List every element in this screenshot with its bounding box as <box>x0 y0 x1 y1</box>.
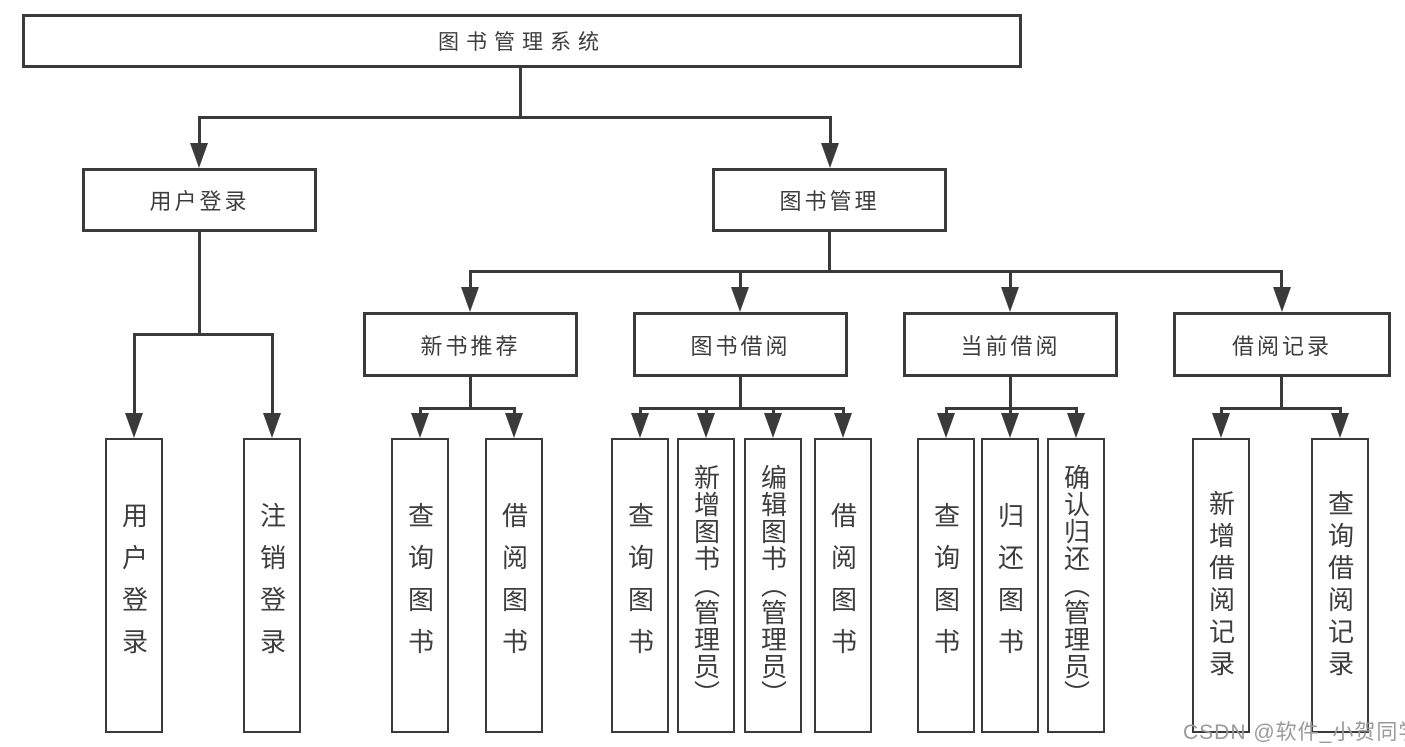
connector-line <box>1339 407 1342 416</box>
connector-line <box>1009 377 1012 408</box>
leaf-logout-login: 注销登录 <box>243 438 301 733</box>
node-book-borrowing: 图书借阅 <box>633 312 848 377</box>
leaf-add-borrow-record: 新增借阅记录 <box>1192 438 1250 733</box>
node-new-book-recommendation: 新书推荐 <box>363 312 578 377</box>
leaf-query-books-current: 查询图书 <box>917 438 975 733</box>
connector-line <box>469 377 472 408</box>
connector-line <box>133 333 136 416</box>
arrow-down-icon <box>1273 287 1291 312</box>
arrow-down-icon <box>1331 413 1349 438</box>
arrow-down-icon <box>505 413 523 438</box>
leaf-query-borrow-record: 查询借阅记录 <box>1311 438 1369 733</box>
connector-line <box>639 407 845 410</box>
arrow-down-icon <box>764 413 782 438</box>
leaf-borrow-books: 借阅图书 <box>814 438 872 733</box>
connector-line <box>739 270 742 290</box>
node-user-login: 用户登录 <box>82 168 317 232</box>
leaf-add-books-admin-label: 新增图书（管理员） <box>690 464 721 707</box>
node-book-management: 图书管理 <box>712 168 947 232</box>
leaf-user-login: 用户登录 <box>105 438 163 733</box>
leaf-query-books-current-label: 查询图书 <box>930 501 961 670</box>
arrow-down-icon <box>125 413 143 438</box>
leaf-query-books-recommend-label: 查询图书 <box>404 501 435 670</box>
connector-line <box>639 407 642 416</box>
connector-line <box>419 407 422 416</box>
arrow-down-icon <box>1001 413 1019 438</box>
leaf-borrow-books-recommend: 借阅图书 <box>485 438 543 733</box>
connector-line <box>1220 407 1223 416</box>
connector-line <box>469 270 1282 273</box>
connector-line <box>829 116 832 146</box>
arrow-down-icon <box>821 143 839 168</box>
leaf-borrow-books-recommend-label: 借阅图书 <box>498 501 529 670</box>
watermark: CSDN @软件_小贺同学 <box>1183 721 1405 744</box>
arrow-down-icon <box>1067 413 1085 438</box>
leaf-query-borrow-record-label: 查询借阅记录 <box>1324 489 1355 682</box>
arrow-down-icon <box>631 413 649 438</box>
connector-line <box>842 407 845 416</box>
leaf-confirm-return-admin: 确认归还（管理员） <box>1047 438 1105 733</box>
connector-line <box>198 116 831 119</box>
leaf-query-books-recommend: 查询图书 <box>391 438 449 733</box>
leaf-return-books: 归还图书 <box>981 438 1039 733</box>
leaf-add-borrow-record-label: 新增借阅记录 <box>1205 489 1236 682</box>
connector-line <box>1280 270 1283 290</box>
node-current-borrowing: 当前借阅 <box>903 312 1118 377</box>
connector-line <box>945 407 948 416</box>
arrow-down-icon <box>1001 287 1019 312</box>
connector-line <box>513 407 516 416</box>
node-current-borrowing-label: 当前借阅 <box>960 333 1061 359</box>
connector-line <box>519 68 522 118</box>
leaf-query-books-borrow-label: 查询图书 <box>624 501 655 670</box>
connector-line <box>705 407 708 416</box>
leaf-query-books-borrow: 查询图书 <box>611 438 669 733</box>
node-new-book-recommendation-label: 新书推荐 <box>420 333 521 359</box>
connector-line <box>1280 377 1283 408</box>
connector-line <box>1009 407 1012 416</box>
arrow-down-icon <box>1212 413 1230 438</box>
arrow-down-icon <box>834 413 852 438</box>
connector-line <box>1075 407 1078 416</box>
connector-line <box>828 232 831 273</box>
connector-line <box>198 232 201 334</box>
node-book-borrowing-label: 图书借阅 <box>690 333 791 359</box>
connector-line <box>1009 270 1012 290</box>
arrow-down-icon <box>937 413 955 438</box>
connector-line <box>772 407 775 416</box>
leaf-logout-login-label: 注销登录 <box>256 501 287 670</box>
leaf-confirm-return-admin-label: 确认归还（管理员） <box>1060 464 1091 707</box>
arrow-down-icon <box>190 143 208 168</box>
node-root-label: 图书管理系统 <box>438 31 606 54</box>
node-book-management-label: 图书管理 <box>779 189 880 214</box>
arrow-down-icon <box>731 287 749 312</box>
connector-line <box>419 407 516 410</box>
node-user-login-label: 用户登录 <box>149 189 250 214</box>
connector-line <box>469 270 472 290</box>
arrow-down-icon <box>461 287 479 312</box>
leaf-add-books-admin: 新增图书（管理员） <box>677 438 735 733</box>
leaf-user-login-label: 用户登录 <box>118 501 149 670</box>
leaf-return-books-label: 归还图书 <box>994 501 1025 670</box>
arrow-down-icon <box>263 413 281 438</box>
arrow-down-icon <box>697 413 715 438</box>
node-library-management-system: 图书管理系统 <box>22 14 1022 68</box>
connector-line <box>133 333 274 336</box>
node-borrowing-records: 借阅记录 <box>1173 312 1391 377</box>
leaf-borrow-books-label: 借阅图书 <box>827 501 858 670</box>
connector-line <box>739 377 742 408</box>
connector-line <box>1220 407 1342 410</box>
connector-line <box>198 116 201 146</box>
connector-line <box>271 333 274 416</box>
arrow-down-icon <box>411 413 429 438</box>
node-borrowing-records-label: 借阅记录 <box>1231 333 1332 359</box>
leaf-edit-books-admin-label: 编辑图书（管理员） <box>757 464 788 707</box>
leaf-edit-books-admin: 编辑图书（管理员） <box>744 438 802 733</box>
